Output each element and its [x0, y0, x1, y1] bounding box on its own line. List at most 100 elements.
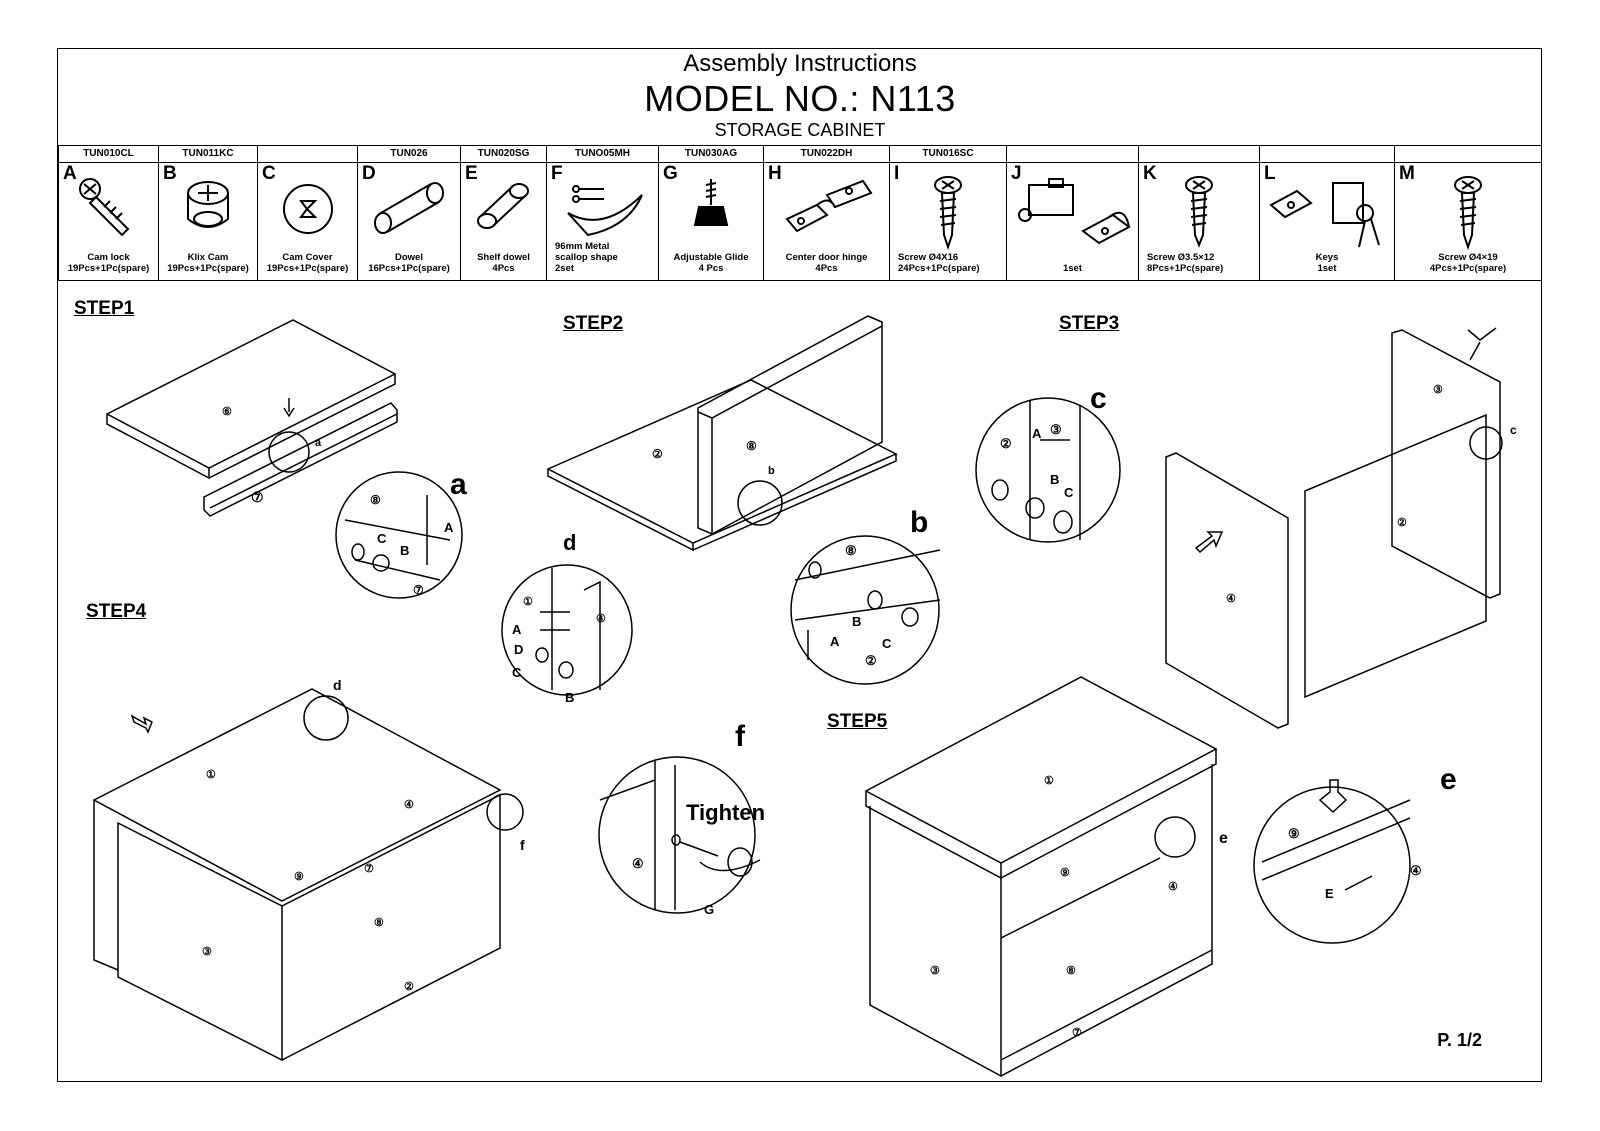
- svg-text:C: C: [377, 531, 387, 546]
- part-description: 96mm Metal scallop shape 2set: [555, 241, 618, 274]
- part-cell-a: A Cam lock 19Pcs+1Pc(spare): [58, 162, 159, 281]
- svg-text:A: A: [1032, 426, 1042, 441]
- svg-text:⑦: ⑦: [1072, 1027, 1082, 1039]
- svg-text:b: b: [768, 465, 775, 477]
- step1-label: STEP1: [74, 298, 135, 319]
- parts-row: A Cam lock 19Pcs+1Pc(spare) B Klix Cam 1…: [58, 162, 1542, 281]
- svg-text:②: ②: [1397, 517, 1407, 529]
- model-number: MODEL NO.: N113: [644, 78, 956, 119]
- part-description: Adjustable Glide 4 Pcs: [673, 252, 749, 274]
- part-description: Klix Cam 19Pcs+1Pc(spare): [167, 252, 249, 274]
- part-cell-c: C Cam Cover 19Pcs+1Pc(spare): [257, 162, 358, 281]
- svg-text:C: C: [1064, 485, 1074, 500]
- svg-text:②: ②: [404, 981, 414, 993]
- part-letter: G: [663, 163, 678, 184]
- part-description: Screw Ø4×19 4Pcs+1Pc(spare): [1429, 252, 1507, 274]
- part-cell-l: L Keys 1set: [1259, 162, 1395, 281]
- svg-text:a: a: [315, 437, 322, 449]
- svg-text:⑧: ⑧: [746, 439, 757, 453]
- svg-text:④: ④: [1168, 881, 1178, 893]
- part-letter: K: [1143, 163, 1157, 184]
- svg-text:B: B: [852, 614, 861, 629]
- shelf-dowel-icon: [476, 183, 529, 229]
- svg-text:B: B: [400, 543, 409, 558]
- lock-keys-icon: [1269, 182, 1380, 248]
- svg-text:①: ①: [206, 769, 216, 781]
- part-letter: C: [262, 163, 276, 184]
- callout-b: b: [910, 506, 929, 539]
- part-description: Cam Cover 19Pcs+1Pc(spare): [266, 252, 349, 274]
- part-cell-h: H Center door hinge 4Pcs: [763, 162, 890, 281]
- svg-text:①: ①: [523, 596, 533, 608]
- parts-table: TUN010CL TUN011KC TUN026 TUN020SG TUNO05…: [58, 145, 1542, 281]
- cam-cover-icon: [282, 184, 333, 234]
- step3-label: STEP3: [1059, 313, 1120, 334]
- part-letter: H: [768, 163, 782, 184]
- detail-e-drawing: ⑨ ④ E: [1253, 779, 1422, 944]
- part-description: Screw Ø4X16 24Pcs+1Pc(spare): [898, 252, 980, 274]
- hinge-icon: [784, 179, 873, 233]
- part-cell-f: F 96mm Metal scallop shape 2set: [546, 162, 659, 281]
- svg-text:⑦: ⑦: [413, 583, 424, 597]
- part-letter: D: [362, 163, 376, 184]
- svg-text:①: ①: [1044, 775, 1054, 787]
- callout-e: e: [1440, 763, 1457, 796]
- detail-b-drawing: ⑧ B C A ②: [790, 535, 941, 685]
- svg-text:e: e: [1219, 830, 1228, 847]
- dowel-icon: [374, 182, 444, 234]
- part-description: Cam lock 19Pcs+1Pc(spare): [67, 252, 150, 274]
- step1-drawing: ⑥ ⑦ a: [105, 319, 398, 517]
- svg-text:④: ④: [1226, 593, 1236, 605]
- detail-a-drawing: ⑧ C B A ⑦: [335, 471, 463, 599]
- part-description: Dowel 16Pcs+1Pc(spare): [368, 252, 450, 274]
- svg-text:A: A: [512, 622, 522, 637]
- svg-text:G: G: [704, 902, 714, 917]
- part-description: Screw Ø3.5×12 8Pcs+1Pc(spare): [1147, 252, 1224, 274]
- step4-label: STEP4: [86, 601, 147, 622]
- svg-text:D: D: [514, 642, 523, 657]
- part-letter: I: [894, 163, 900, 184]
- svg-text:⑧: ⑧: [370, 493, 381, 507]
- callout-d: d: [563, 530, 577, 555]
- step2-label: STEP2: [563, 313, 624, 334]
- svg-text:④: ④: [632, 856, 644, 871]
- part-description: 1set: [1062, 263, 1082, 274]
- svg-text:⑨: ⑨: [1288, 826, 1300, 841]
- instruction-sheet: [57, 48, 1542, 1082]
- detail-d-drawing: ① A D C B ④: [501, 564, 633, 705]
- part-cell-i: I Screw Ø4X16 24Pcs+1Pc(spare): [889, 162, 1007, 281]
- part-letter: J: [1011, 163, 1022, 184]
- detail-f-drawing: ④ G: [598, 756, 761, 917]
- callout-a: a: [450, 468, 467, 501]
- svg-text:d: d: [333, 677, 342, 693]
- part-letter: B: [163, 163, 177, 184]
- part-letter: M: [1399, 163, 1415, 184]
- svg-text:⑧: ⑧: [1066, 965, 1076, 977]
- svg-text:C: C: [512, 665, 522, 680]
- svg-text:⑨: ⑨: [1060, 867, 1070, 879]
- part-cell-k: K Screw Ø3.5×12 8Pcs+1Pc(spare): [1138, 162, 1260, 281]
- callout-c: c: [1090, 382, 1107, 415]
- page-number: P. 1/2: [1437, 1030, 1482, 1050]
- svg-text:⑧: ⑧: [845, 543, 857, 558]
- part-letter: L: [1264, 163, 1276, 184]
- svg-text:B: B: [1050, 472, 1059, 487]
- svg-text:⑨: ⑨: [294, 871, 304, 883]
- part-cell-j: J 1set: [1006, 162, 1139, 281]
- svg-text:B: B: [565, 690, 574, 705]
- step5-label: STEP5: [827, 711, 888, 732]
- screw-icon: [1185, 176, 1213, 248]
- step2-drawing: ② ⑧ b: [546, 315, 898, 552]
- svg-text:A: A: [830, 634, 840, 649]
- screw-icon: [934, 176, 962, 251]
- product-name: STORAGE CABINET: [714, 120, 886, 140]
- svg-text:⑥: ⑥: [222, 406, 232, 418]
- svg-text:④: ④: [404, 799, 414, 811]
- svg-text:③: ③: [1050, 422, 1062, 437]
- detail-c-drawing: ② A ③ B C: [975, 397, 1121, 543]
- svg-text:③: ③: [202, 946, 212, 958]
- callout-f: f: [735, 720, 745, 753]
- svg-text:②: ②: [1000, 436, 1012, 451]
- step5-drawing: ① ⑨ ④ ③ ⑧ ⑦ e: [864, 676, 1228, 1078]
